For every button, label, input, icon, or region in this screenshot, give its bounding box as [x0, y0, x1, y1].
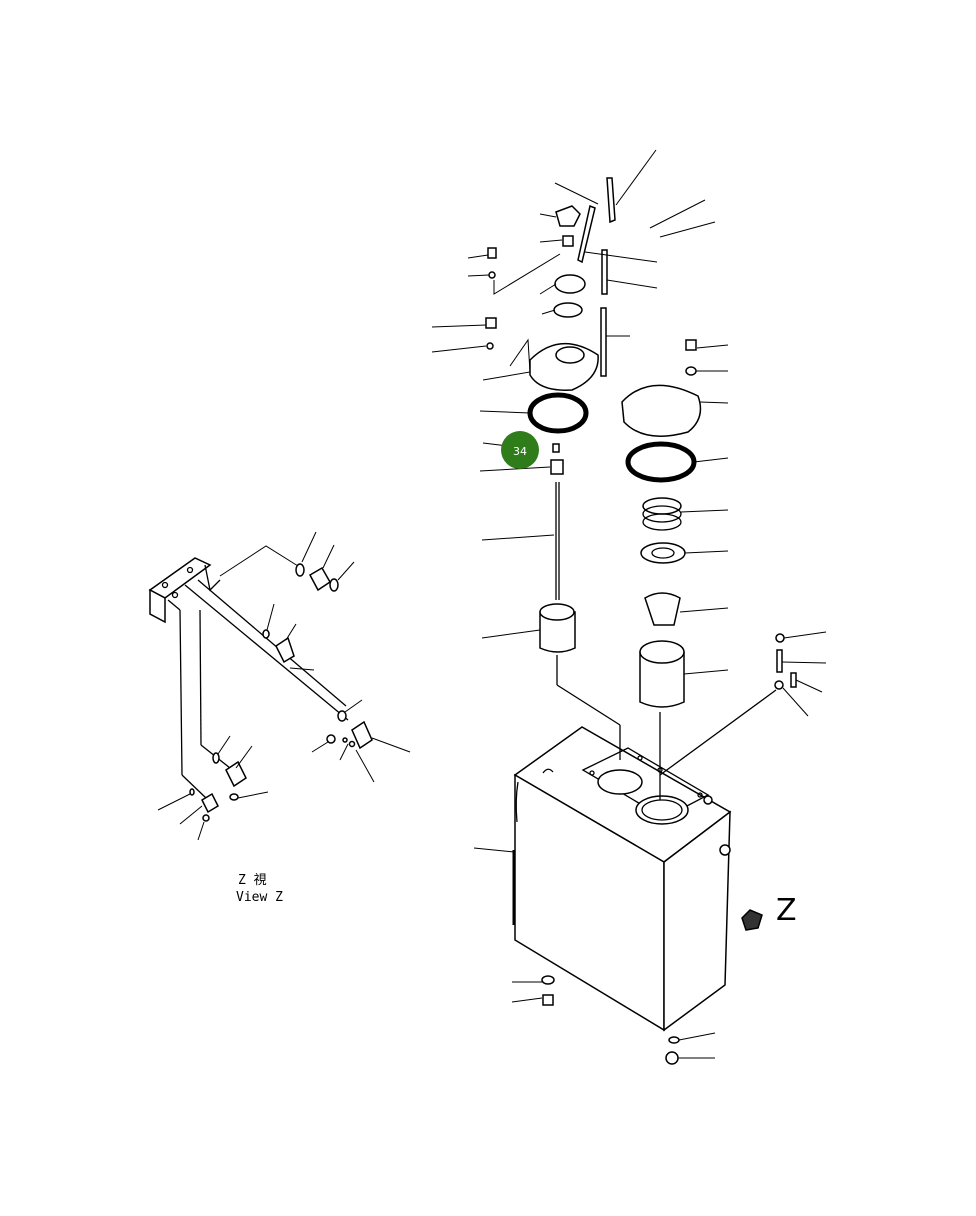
- hydraulic-tank: [512, 726, 732, 1065]
- callout-34[interactable]: 34: [501, 431, 539, 469]
- view-z-label-en: View Z: [236, 890, 283, 905]
- strainer-assembly: [485, 177, 621, 760]
- callout-34-circle[interactable]: [501, 431, 539, 469]
- view-z-label-jp: Z 視: [238, 873, 267, 888]
- view-direction-letter: Z: [776, 893, 797, 928]
- return-filter-assembly: [621, 339, 797, 800]
- callout-34-label[interactable]: 34: [513, 445, 527, 458]
- view-z-piping: [148, 545, 373, 822]
- view-direction-marker: Z: [741, 893, 797, 931]
- view-z-label: Z 視 View Z: [236, 873, 283, 905]
- leader-lines-left: [157, 531, 411, 841]
- leader-lines-right: [431, 149, 827, 1059]
